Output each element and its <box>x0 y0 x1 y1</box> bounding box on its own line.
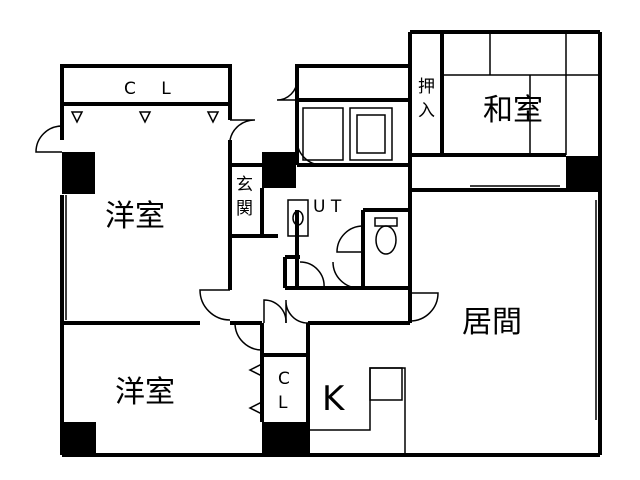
room-label-closet-small-c: C <box>278 369 290 389</box>
closet-hangers <box>70 111 263 416</box>
door-swing <box>299 261 325 289</box>
room-label-entrance-1: 玄 <box>236 175 253 195</box>
door-swing <box>229 119 256 141</box>
room-label-oshiire-2: 入 <box>418 101 435 121</box>
room-label-western-1: 洋室 <box>105 199 165 234</box>
door-swing <box>285 299 309 324</box>
door-swing <box>409 292 439 322</box>
fixtures <box>65 32 600 455</box>
bathtub <box>302 107 344 161</box>
outer-walls <box>60 30 602 457</box>
doors <box>35 79 439 351</box>
door-swing <box>199 289 231 321</box>
sink-icon <box>369 367 403 401</box>
toilet-icon <box>374 217 398 255</box>
door-swing <box>332 261 360 289</box>
room-label-kitchen: K <box>322 379 346 419</box>
room-label-entrance-2: 関 <box>236 199 253 219</box>
door-swing <box>35 125 63 153</box>
room-label-closet-top: C L <box>124 79 181 99</box>
room-label-living: 居間 <box>462 305 522 340</box>
door-swing <box>296 139 323 166</box>
kitchen-counter <box>310 367 406 455</box>
door-swing <box>336 225 364 253</box>
bath-basin <box>349 107 393 161</box>
door-swing <box>276 79 298 101</box>
door-swing <box>234 322 263 351</box>
room-label-utility: U T <box>313 197 342 217</box>
washbasin-icon <box>287 199 309 237</box>
interior-walls <box>62 32 566 455</box>
room-label-oshiire-1: 押 <box>418 77 435 97</box>
room-label-western-2: 洋室 <box>115 375 175 410</box>
door-swing <box>263 299 287 324</box>
room-label-japanese: 和室 <box>483 93 543 128</box>
room-label-closet-small-l: L <box>278 393 288 413</box>
columns <box>62 152 600 455</box>
